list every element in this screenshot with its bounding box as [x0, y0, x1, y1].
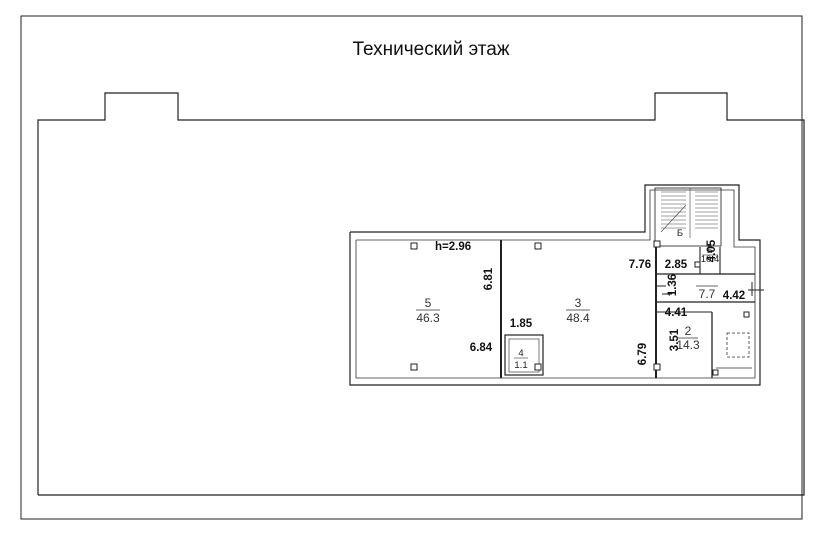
dim-7-76: 7.76 — [629, 259, 651, 271]
room-area: 7.7 — [699, 287, 716, 301]
room-B-label: Б 10.4 — [701, 245, 720, 265]
room-number: 5 — [425, 296, 432, 310]
plan-title: Технический этаж — [352, 39, 509, 60]
dim-3-51: 3.51 — [669, 328, 681, 351]
equipment-box — [726, 332, 750, 358]
rooms-outline — [349, 184, 761, 386]
room-area: 10.4 — [701, 254, 720, 265]
dim-4-41: 4.41 — [665, 307, 688, 319]
room-4-inner — [508, 338, 540, 373]
dim-2-85: 2.85 — [665, 259, 688, 271]
room-area: 46.3 — [416, 311, 440, 325]
ceiling-height-label: h=2.96 — [435, 241, 471, 253]
room-7-7-label: 7.7 — [696, 285, 718, 301]
room-number: Б — [707, 245, 713, 256]
dim-1-36: 1.36 — [667, 274, 679, 296]
room-2-label: 2 14.3 — [676, 324, 700, 352]
opening-marks — [656, 282, 764, 296]
room-number: 3 — [575, 296, 582, 310]
stair-letter: Б — [677, 228, 683, 239]
room-5-label: 5 46.3 — [416, 296, 440, 325]
dim-1-85: 1.85 — [510, 318, 533, 330]
dim-6-79: 6.79 — [637, 343, 649, 365]
room-number: 4 — [518, 348, 523, 359]
room-area: 1.1 — [514, 360, 527, 371]
dim-6-81: 6.81 — [483, 267, 495, 290]
room-3-label: 3 48.4 — [566, 296, 590, 325]
rooms-inner-wall — [355, 189, 756, 379]
room-area: 48.4 — [566, 311, 590, 325]
room-area: 14.3 — [676, 338, 700, 352]
building-outline — [37, 92, 805, 496]
columns — [410, 240, 750, 376]
dim-4-42: 4.42 — [723, 290, 745, 302]
room-4-outline — [504, 334, 544, 376]
dim-4-05: 4.05 — [706, 239, 718, 262]
stair-treads — [660, 188, 718, 238]
stairwell — [654, 187, 722, 247]
room-4-label: 4 1.1 — [514, 348, 528, 371]
sheet-frame — [20, 15, 803, 520]
room-number: 2 — [685, 324, 692, 338]
dim-6-84: 6.84 — [470, 342, 493, 354]
